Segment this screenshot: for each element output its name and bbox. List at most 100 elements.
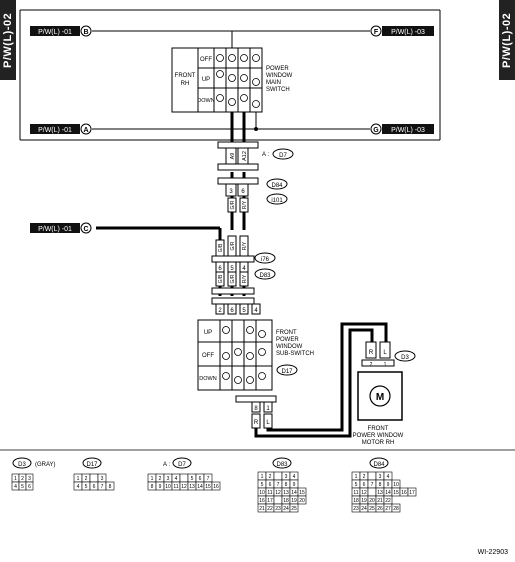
sub-bottom-wire-r: R [254, 420, 259, 426]
figure-id: WI-22903 [478, 549, 508, 556]
legend-pin-label: 5 [261, 482, 264, 488]
motor-title-2: POWER WINDOW [353, 433, 404, 439]
d7-pin-a12: A12 [242, 151, 248, 161]
legend-d3-note: (GRAY) [35, 462, 56, 468]
d7-pin-a9: A9 [230, 153, 236, 160]
motor-id: D3 [401, 355, 409, 361]
legend-pin-label: 1 [14, 476, 17, 482]
legend-d83-id: D83 [276, 462, 288, 468]
legend-pin-label: 16 [259, 498, 265, 504]
main-switch-pos-off: OFF [200, 57, 212, 63]
i76-wire-ry: R/Y [242, 241, 248, 250]
bus-b-ref: P/W(L) -01 B [30, 25, 92, 37]
legend-d7-id: D7 [178, 462, 186, 468]
legend-pin-label: 15 [205, 484, 211, 490]
bus-c-letter: C [83, 226, 88, 233]
legend-pin-cell [391, 503, 401, 513]
legend-pin-label: 3 [167, 476, 170, 482]
sub-top-pin-6: 6 [230, 308, 234, 314]
legend-pin-label: 18 [283, 498, 289, 504]
bus-a-label: P/W(L) -01 [38, 127, 72, 134]
connector-d83: G/B G/R R/Y D83 2 6 5 4 [211, 268, 276, 315]
d7-prefix: A : [262, 152, 269, 158]
legend-pin-label: 3 [101, 476, 104, 482]
sub-switch-title-1: FRONT [276, 330, 297, 336]
main-switch-contacts [216, 54, 260, 108]
sub-switch-pos-off: OFF [202, 353, 214, 359]
sub-switch-title-2: POWER [276, 337, 299, 343]
legend-pin-label: 6 [93, 484, 96, 490]
wire-tags-mid: G/R R/Y [227, 197, 249, 213]
legend-pin-label: 8 [151, 484, 154, 490]
connector-i76: 6 5 4 i76 [211, 252, 276, 273]
legend-pin-label: 5 [355, 482, 358, 488]
legend-pin-cell [367, 471, 377, 481]
motor-pin-1: 1 [384, 362, 387, 368]
legend-pin-label: 25 [291, 506, 297, 512]
legend-pin-label: 17 [267, 498, 273, 504]
legend-pin-label: 14 [291, 490, 297, 496]
connector-d84: 3 6 D84 i101 [217, 177, 288, 205]
legend-pin-label: 2 [269, 474, 272, 480]
wire-tag-gr: G/R [230, 200, 236, 209]
legend-d3-id: D3 [18, 462, 26, 468]
main-switch-title-3: MAIN [266, 80, 281, 86]
legend-pin-label: 1 [77, 476, 80, 482]
legend-pin-label: 14 [385, 490, 391, 496]
legend-pin-label: 9 [293, 482, 296, 488]
legend-pin-label: 19 [291, 498, 297, 504]
i76-pin-5: 5 [230, 266, 234, 272]
legend-pin-label: 17 [409, 490, 415, 496]
sub-switch-bottom-connector: 8 1 R L [235, 395, 277, 429]
legend-pin-label: 6 [28, 484, 31, 490]
connector-d7: A9 A12 A : D7 [217, 141, 294, 171]
legend-pin-label: 2 [21, 476, 24, 482]
legend-pin-label: 10 [393, 482, 399, 488]
legend-pin-label: 4 [293, 474, 296, 480]
main-switch-pos-down: DOWN [197, 98, 214, 104]
legend-pin-label: 25 [369, 506, 375, 512]
main-switch-title-2: WINDOW [266, 73, 293, 79]
legend-pin-label: 6 [269, 482, 272, 488]
bus-b-letter: B [83, 29, 88, 36]
legend-pin-label: 21 [259, 506, 265, 512]
legend-pin-label: 12 [181, 484, 187, 490]
legend-pin-cell [273, 495, 283, 505]
legend-pin-label: 9 [159, 484, 162, 490]
legend-pin-label: 18 [353, 498, 359, 504]
legend-pin-label: 15 [299, 490, 305, 496]
sub-top-pin-2: 2 [218, 308, 222, 314]
legend-pin-label: 12 [275, 490, 281, 496]
legend-pin-label: 11 [267, 490, 272, 496]
main-switch: FRONT RH OFF UP DOWN POWER WINDOW MAIN S… [171, 47, 293, 113]
junction-dot [254, 127, 258, 131]
motor: R L 2 1 D3 M FRONT POWER WINDOW MOTOR RH [353, 341, 416, 446]
legend-pin-label: 7 [207, 476, 210, 482]
legend-pin-label: 7 [101, 484, 104, 490]
bus-f-letter: F [374, 29, 379, 36]
legend-pin-label: 6 [363, 482, 366, 488]
legend-pin-cell [105, 481, 115, 491]
legend-pin-label: 19 [361, 498, 367, 504]
bus-b-label: P/W(L) -01 [38, 29, 72, 36]
legend-pin-label: 8 [379, 482, 382, 488]
i76-id: i76 [261, 257, 270, 263]
legend-pin-cell [289, 503, 299, 513]
legend-pin-label: 11 [353, 490, 358, 496]
legend-d7-prefix: A : [163, 462, 170, 468]
legend-pin-label: 2 [363, 474, 366, 480]
legend-pin-cell [297, 495, 307, 505]
main-switch-side-label-1: FRONT [175, 73, 196, 79]
bus-g-ref: G P/W(L) -03 [370, 123, 434, 135]
legend-pin-cell [407, 487, 417, 497]
legend-pin-label: 13 [189, 484, 195, 490]
main-switch-side-label-2: RH [181, 81, 190, 87]
sub-bottom-wire-l: L [266, 420, 270, 426]
legend-pin-label: 10 [259, 490, 265, 496]
i76-wire-gb: G/B [218, 243, 224, 252]
legend-pin-label: 23 [275, 506, 281, 512]
